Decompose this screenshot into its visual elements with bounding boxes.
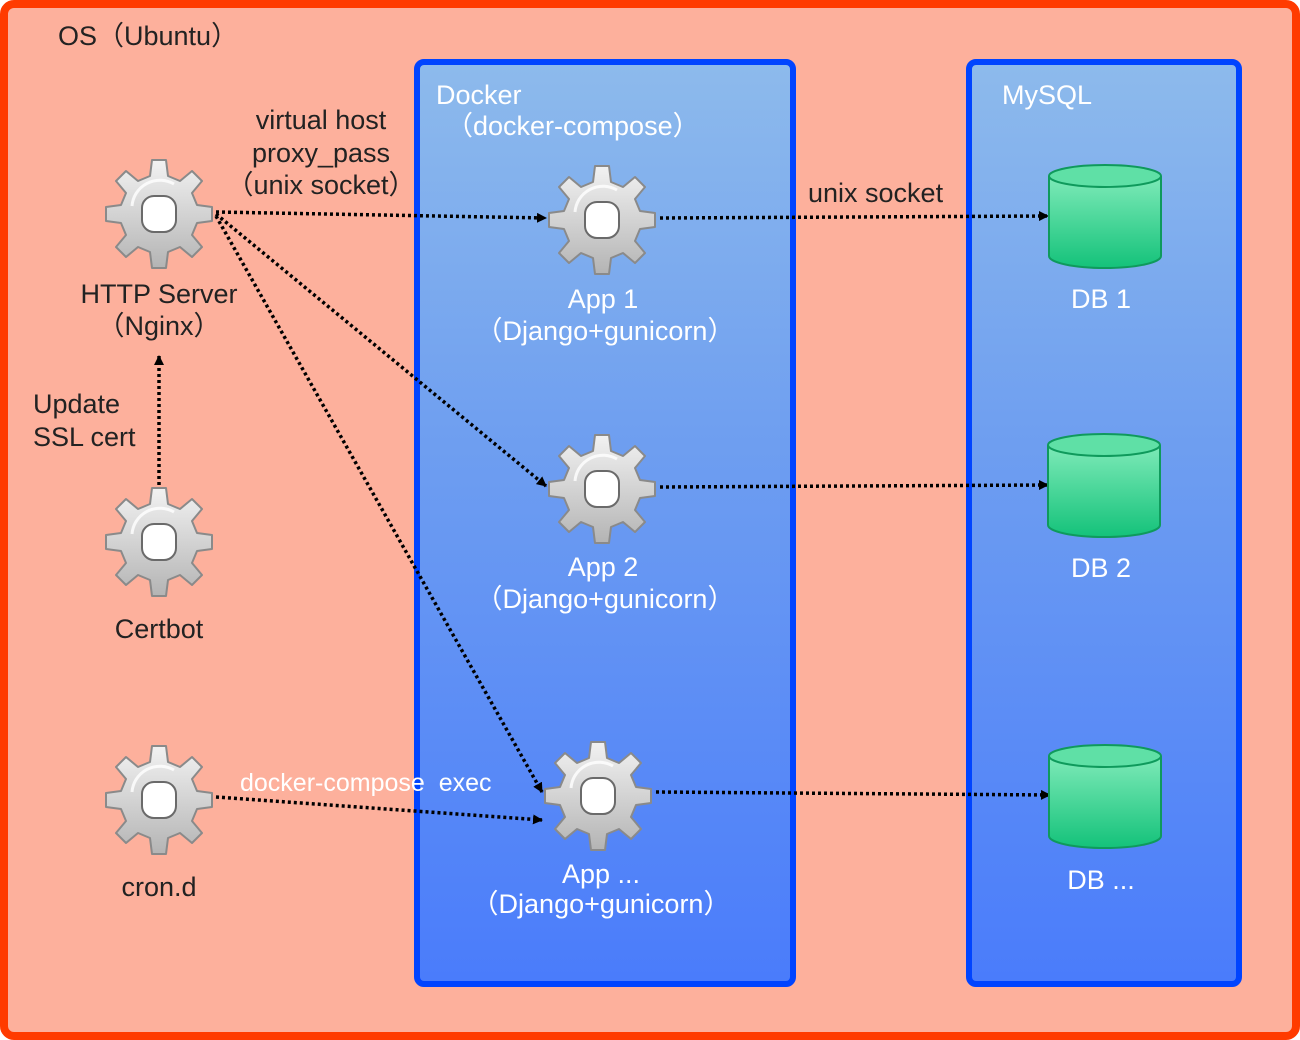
app2-gear-icon — [547, 433, 657, 545]
edge-http-app3 — [214, 215, 544, 793]
unix-socket-label: unix socket — [808, 178, 944, 208]
edge-http-app2 — [214, 212, 548, 488]
db1-database-icon — [1048, 164, 1162, 269]
app3-gear-icon — [543, 740, 653, 852]
cron-gear-icon — [104, 744, 214, 856]
exec-label: docker-compose exec — [240, 769, 492, 797]
docker-title: Docker — [436, 80, 522, 110]
http-server-label: HTTP Server — [80, 279, 238, 309]
db3-database-icon — [1048, 744, 1162, 849]
db2-label: DB 2 — [1070, 553, 1132, 583]
edge-app2-db2 — [659, 480, 1049, 491]
app1-label: App 1 — [567, 284, 639, 314]
http-server-gear-icon — [104, 158, 214, 270]
db2-database-icon — [1047, 433, 1161, 538]
proxy-label-line3: （unix socket） — [226, 170, 416, 200]
edge-app3-db3 — [655, 789, 1051, 800]
app1-sublabel: （Django+gunicorn） — [475, 316, 735, 346]
db1-label: DB 1 — [1070, 284, 1132, 314]
app2-sublabel: （Django+gunicorn） — [475, 584, 735, 614]
edge-http-app1 — [215, 210, 547, 223]
cron-label: cron.d — [121, 872, 197, 902]
edge-app1-db1 — [659, 211, 1049, 222]
app3-label: App ... — [561, 859, 641, 889]
docker-subtitle: （docker-compose） — [446, 111, 700, 141]
proxy-label-line1: virtual host — [255, 105, 387, 135]
http-server-sublabel: （Nginx） — [97, 311, 221, 341]
app2-label: App 2 — [567, 552, 639, 582]
app3-sublabel: （Django+gunicorn） — [471, 889, 731, 919]
db3-label: DB ... — [1067, 865, 1135, 895]
certbot-gear-icon — [104, 486, 214, 598]
certbot-label: Certbot — [114, 614, 204, 644]
ssl-label-line2: SSL cert — [33, 422, 136, 452]
os-title: OS（Ubuntu） — [58, 21, 239, 51]
edge-cron-app3 — [215, 795, 543, 825]
mysql-title: MySQL — [1002, 80, 1093, 110]
ssl-label-line1: Update — [33, 389, 121, 419]
proxy-label-line2: proxy_pass — [251, 138, 391, 168]
app1-gear-icon — [547, 164, 657, 276]
